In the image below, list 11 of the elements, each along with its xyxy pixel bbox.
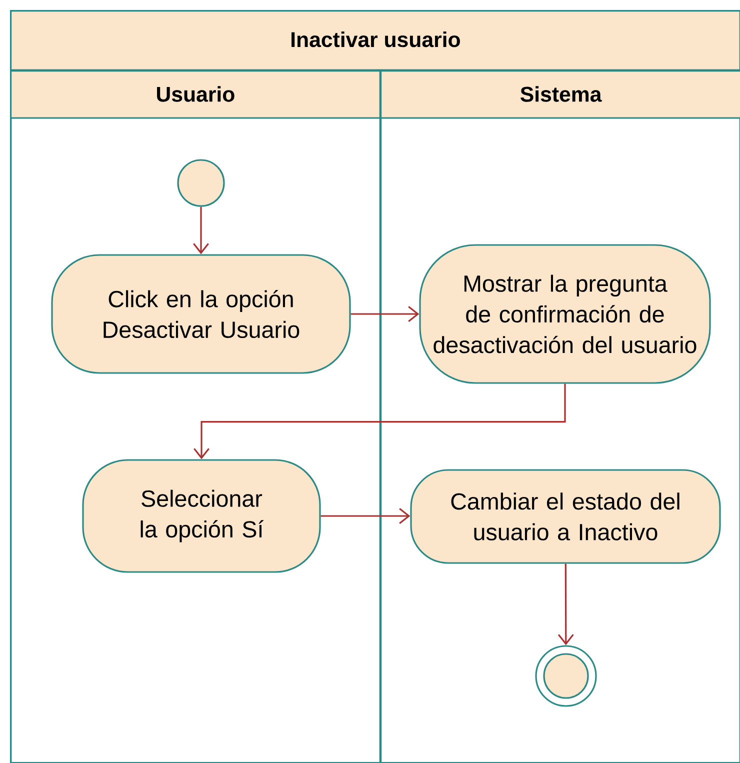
arrow [350,306,420,322]
arrow [558,564,574,646]
arrow [194,384,566,460]
arrow [320,508,410,524]
start-node [177,159,225,207]
action-box: Click en la opción Desactivar Usuario [51,254,351,374]
action-box: Mostrar la pregunta de confirmación de desactivación del usuario [419,244,711,384]
arrow [193,206,209,254]
end-node [535,645,597,707]
action-box: Seleccionar la opción Sí [82,459,321,573]
action-box: Cambiar el estado del usuario a Inactivo [410,469,721,564]
